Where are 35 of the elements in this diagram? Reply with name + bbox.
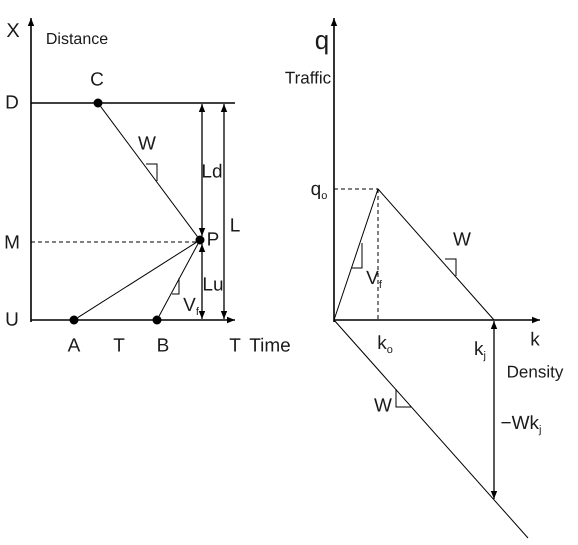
point-label: P xyxy=(206,230,220,250)
axis-title: Traffic xyxy=(284,70,332,86)
dimension-label: Lu xyxy=(202,276,224,294)
axis-label: U xyxy=(5,310,19,330)
trajectory-line xyxy=(158,243,198,317)
point-label: B xyxy=(156,336,170,356)
point-dot xyxy=(94,98,102,108)
axis-label: M xyxy=(4,234,20,252)
slope-label: V$_{f}$ xyxy=(366,269,382,291)
point-dot xyxy=(152,316,162,324)
slope-label: W xyxy=(138,134,156,154)
point-label: C xyxy=(90,70,104,90)
axis-label: T xyxy=(229,336,241,356)
dimension-label: −Wk$_{j}$ xyxy=(500,414,542,436)
trajectory-line xyxy=(100,106,198,237)
trajectory-line xyxy=(77,242,197,318)
axis-title: Distance xyxy=(46,32,108,48)
axis-label: D xyxy=(5,94,19,112)
slope-label: W xyxy=(374,396,392,416)
axis-label: k xyxy=(530,330,540,350)
axis-label: q xyxy=(314,27,330,53)
point-dot xyxy=(70,316,78,324)
point-dot xyxy=(196,236,204,244)
axis-label: T xyxy=(113,336,125,356)
point-label: A xyxy=(68,336,80,356)
dimension-label: L xyxy=(230,216,240,236)
dimension-label: Ld xyxy=(201,162,223,182)
slope-label: W xyxy=(453,230,471,250)
slope-label: V$_{f}$ xyxy=(183,296,199,318)
axis-title: Time xyxy=(249,336,291,356)
axis-label: k$_{o}$ xyxy=(377,334,393,356)
axis-label: q$_{o}$ xyxy=(310,180,328,202)
axis-title: Density xyxy=(506,364,564,380)
axis-label: k$_{j}$ xyxy=(474,340,486,362)
axis-label: X xyxy=(6,21,20,41)
